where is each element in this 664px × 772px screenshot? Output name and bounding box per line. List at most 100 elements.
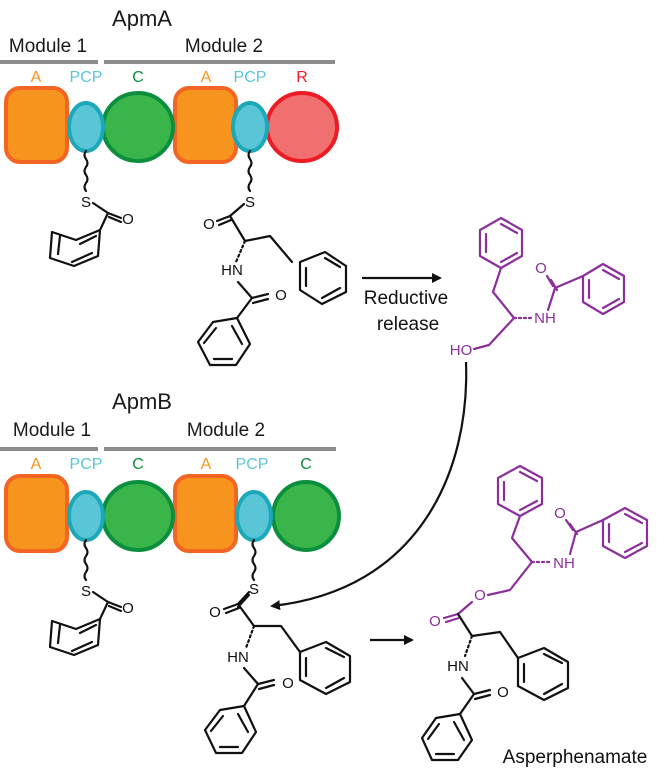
apmB-A-domain-1 [4, 474, 69, 553]
apmA-assembly-line: ApmA Module 1 Module 2 A PCP C A PCP R S… [0, 6, 348, 367]
product-phenyl-ring-purple-double-bonds [502, 470, 539, 512]
apmA-ppant-arm-2 [247, 149, 253, 193]
product-alpha-hash-bond [463, 634, 474, 658]
apmA-domain-label-PCP1: PCP [70, 69, 103, 86]
apmA-thioester-S-1: S [81, 194, 91, 211]
phenylalaninol-intermediate: HO NH O [450, 216, 626, 359]
apmB-phe-benzene-double-bonds [304, 646, 346, 690]
apmA-domain-label-A1: A [31, 69, 42, 86]
apmA-carbonyl-O-1: O [122, 211, 134, 228]
apmB-thioester-S-2: S [249, 581, 259, 598]
apmA-amide-O: O [275, 287, 287, 304]
apmB-thioester-bonds-1 [91, 590, 110, 621]
apmB-title: ApmB [112, 389, 172, 414]
product-benzoyl-ring-purple [601, 506, 649, 560]
apmB-ppant-arm-2 [251, 538, 257, 582]
product-benzoyl-ring-purple-double-bonds [607, 512, 644, 554]
apmB-assembly-line: ApmB Module 1 Module 2 A PCP C A PCP C S… [0, 389, 352, 755]
apmA-A-domain-2 [173, 86, 238, 164]
apmB-phe-backbone [236, 602, 302, 654]
apmB-thioester-S-1: S [81, 583, 91, 600]
reductive-release-label-line1: Reductive [364, 288, 449, 309]
apmA-PCP-domain-2 [231, 101, 269, 153]
apmA-PCP-domain-1 [67, 101, 105, 153]
intermediate-amide-O: O [535, 260, 547, 277]
apmA-carbonyl-2 [215, 214, 233, 227]
intermediate-benzoyl-ring-double-bonds [587, 268, 621, 310]
apmB-PCP-domain-1 [67, 490, 105, 542]
apmA-R-domain [265, 91, 339, 163]
apmA-C-domain [101, 91, 175, 163]
product-benzoyl-ring [420, 712, 474, 762]
apmB-carbonyl-O-2: O [209, 604, 221, 621]
product-ester-carbonyl-O: O [429, 613, 441, 630]
ester-transfer-arrow [270, 361, 468, 611]
apmA-S-C-bond [228, 202, 246, 218]
product-purple-backbone [486, 514, 534, 597]
apmA-module1-label: Module 1 [9, 36, 87, 57]
apmB-domain-label-PCP2: PCP [236, 456, 269, 473]
apmB-domain-label-C1: C [132, 456, 144, 473]
apmB-PCP-domain-2 [235, 490, 273, 542]
apmA-phe-benzene-double-bonds [304, 256, 342, 300]
apmA-ppant-arm-1 [83, 149, 89, 193]
asperphenamate-label: Asperphenamate [503, 747, 648, 768]
apmB-amide-O: O [282, 675, 294, 692]
product-amide-O: O [497, 684, 509, 701]
product-phe-benzene-double-bonds [522, 652, 564, 696]
asperphenamate-structure: NH O O O HN O Asperphenamate [420, 464, 649, 768]
apmB-module2-label: Module 2 [187, 420, 265, 441]
apmB-phe-benzene [298, 640, 352, 696]
product-phenyl-ring-purple [496, 464, 544, 518]
product-ester-carbonyl [442, 612, 461, 624]
reductive-release-label-line2: release [377, 314, 439, 335]
product-phe-backbone [456, 612, 520, 660]
apmB-domain-label-C2: C [300, 456, 312, 473]
apmA-phe-benzene [298, 250, 348, 306]
apmA-A-domain-1 [4, 86, 69, 164]
apmA-amide-HN: HN [221, 262, 243, 279]
apmB-amide-HN: HN [227, 649, 249, 666]
product-purple-amide-O: O [554, 505, 566, 522]
product-ester-O: O [474, 587, 486, 604]
apmB-benzene-ring-1 [48, 617, 102, 657]
apmA-thioester-S-2: S [245, 194, 255, 211]
apmA-phe-backbone [228, 214, 294, 264]
apmA-domain-label-PCP2: PCP [234, 69, 267, 86]
intermediate-HO: HO [450, 342, 473, 359]
apmA-title: ApmA [112, 6, 172, 31]
apmB-carbonyl-O-1: O [122, 600, 134, 617]
apmB-ppant-arm-1 [83, 538, 89, 582]
apmB-carbonyl-1 [106, 600, 123, 613]
apmB-domain-label-A1: A [31, 456, 42, 473]
apmB-alpha-hash-bond [244, 624, 256, 650]
apmB-module1-label: Module 1 [13, 420, 91, 441]
intermediate-backbone [472, 266, 516, 351]
product-purple-amide-bonds [564, 518, 605, 556]
apmA-benzene-ring-1 [48, 228, 102, 268]
apmA-domain-label-R: R [296, 69, 308, 86]
apmA-domain-label-C: C [132, 69, 144, 86]
apmA-benzoyl-ring [196, 316, 252, 367]
apmA-carbonyl-O-2: O [203, 216, 215, 233]
product-benzoyl-ring-double-bonds [426, 720, 466, 756]
product-phe-benzene [516, 646, 570, 702]
apmB-A-domain-2 [173, 474, 238, 553]
apmB-benzoyl-ring [203, 704, 258, 755]
apmA-thioester-bonds-1 [91, 201, 110, 232]
apmB-C-domain-2 [271, 480, 341, 552]
product-amide-bonds [458, 676, 492, 716]
intermediate-benzoyl-ring [581, 262, 626, 316]
product-ester-bond [456, 600, 474, 616]
apmA-alpha-hash-bond [234, 239, 247, 264]
apmA-domain-label-A2: A [201, 69, 212, 86]
apmA-module2-label: Module 2 [185, 36, 263, 57]
apmB-amide-bonds [242, 666, 276, 708]
apmB-domain-label-PCP1: PCP [70, 456, 103, 473]
apmA-amide-bonds [235, 280, 270, 320]
apmA-carbonyl-1 [106, 211, 123, 224]
apmB-benzoyl-ring-double-bonds [209, 712, 250, 749]
apmB-benzene-ring-1-double-bonds [56, 623, 98, 653]
apmA-benzoyl-ring-double-bonds [202, 324, 244, 361]
